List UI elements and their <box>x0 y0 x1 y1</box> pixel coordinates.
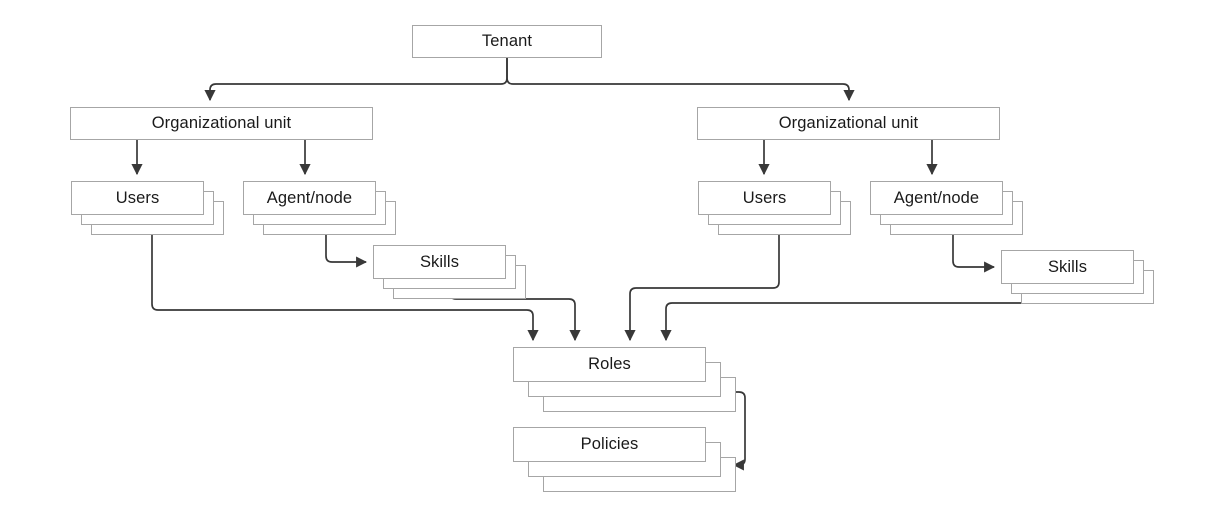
node-org-unit-left-label: Organizational unit <box>151 114 292 133</box>
node-users-right[interactable]: Users <box>698 181 851 235</box>
node-users-right-label: Users <box>742 188 787 207</box>
edge-tenant-to-org-left <box>204 58 508 102</box>
node-roles-card: Roles <box>513 347 706 382</box>
node-agent-node-right-label: Agent/node <box>893 188 980 207</box>
node-policies-label: Policies <box>580 435 639 454</box>
node-roles-label: Roles <box>588 355 631 374</box>
edge-agent-left-to-skills <box>325 235 368 268</box>
node-agent-node-right-card: Agent/node <box>870 181 1003 215</box>
node-roles[interactable]: Roles <box>513 347 746 412</box>
node-policies-card: Policies <box>513 427 706 462</box>
node-org-unit-left-card: Organizational unit <box>70 107 373 140</box>
node-org-unit-left[interactable]: Organizational unit <box>70 107 373 140</box>
node-tenant-label: Tenant <box>481 32 533 51</box>
node-users-left-label: Users <box>115 188 160 207</box>
node-tenant-card: Tenant <box>412 25 602 58</box>
node-org-unit-right-card: Organizational unit <box>697 107 1000 140</box>
node-users-left-card: Users <box>71 181 204 215</box>
node-skills-left-card: Skills <box>373 245 506 279</box>
node-agent-node-left-label: Agent/node <box>266 188 353 207</box>
node-users-left[interactable]: Users <box>71 181 224 235</box>
node-skills-left[interactable]: Skills <box>373 245 526 299</box>
node-agent-node-left[interactable]: Agent/node <box>243 181 396 235</box>
node-policies[interactable]: Policies <box>513 427 746 492</box>
node-skills-right-card: Skills <box>1001 250 1134 284</box>
node-org-unit-right[interactable]: Organizational unit <box>697 107 1000 140</box>
node-users-right-card: Users <box>698 181 831 215</box>
node-agent-node-left-card: Agent/node <box>243 181 376 215</box>
node-skills-right-label: Skills <box>1047 257 1088 276</box>
node-skills-right[interactable]: Skills <box>1001 250 1154 304</box>
node-org-unit-right-label: Organizational unit <box>778 114 919 133</box>
node-agent-node-right[interactable]: Agent/node <box>870 181 1023 235</box>
node-tenant[interactable]: Tenant <box>412 25 602 58</box>
edge-agent-right-to-skills <box>952 235 996 273</box>
edge-tenant-to-org-right <box>506 58 855 102</box>
node-skills-left-label: Skills <box>419 252 460 271</box>
